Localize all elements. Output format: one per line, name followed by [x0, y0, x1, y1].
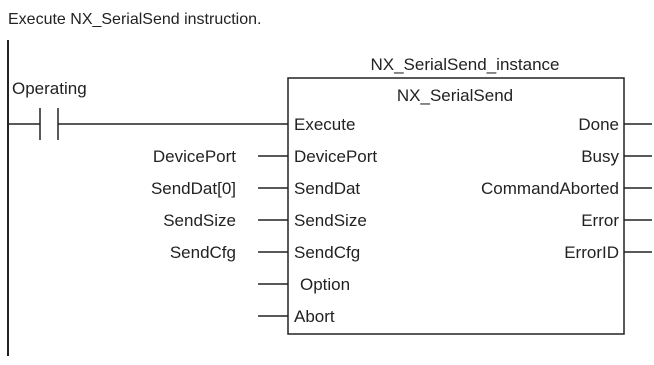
fb-input-pin-sendcfg: SendCfg SendCfg — [170, 243, 360, 262]
normally-open-contact — [39, 108, 59, 140]
fb-input-pin-deviceport: DevicePort DevicePort — [153, 147, 378, 166]
fb-output-pin-errorid: ErrorID — [564, 243, 652, 262]
input-variable-label: SendDat[0] — [151, 179, 236, 198]
input-pin-label: Option — [300, 275, 350, 294]
input-variable-label: SendCfg — [170, 243, 236, 262]
input-pin-label: SendCfg — [294, 243, 360, 262]
fb-input-pin-execute: Execute — [294, 115, 355, 134]
fb-output-pin-error: Error — [581, 211, 652, 230]
fb-output-pin-commandaborted: CommandAborted — [481, 179, 652, 198]
input-pin-label: Abort — [294, 307, 335, 326]
fb-input-pin-senddat: SendDat[0] SendDat — [151, 179, 360, 198]
output-pin-label: Done — [578, 115, 619, 134]
fb-output-pin-busy: Busy — [581, 147, 652, 166]
contact-label: Operating — [12, 79, 87, 98]
input-pin-label: DevicePort — [294, 147, 377, 166]
input-variable-label: DevicePort — [153, 147, 236, 166]
input-pin-label: SendSize — [294, 211, 367, 230]
fb-input-pin-abort: Abort — [258, 307, 335, 326]
fb-input-pin-sendsize: SendSize SendSize — [163, 211, 367, 230]
fb-input-pin-option: Option — [258, 275, 350, 294]
function-block-box — [287, 77, 625, 335]
output-pin-label: CommandAborted — [481, 179, 619, 198]
output-pin-label: ErrorID — [564, 243, 619, 262]
output-pin-label: Error — [581, 211, 619, 230]
input-pin-label: Execute — [294, 115, 355, 134]
input-variable-label: SendSize — [163, 211, 236, 230]
instruction-description: Execute NX_SerialSend instruction. — [8, 11, 261, 28]
fb-output-pin-done: Done — [578, 115, 652, 134]
input-pin-label: SendDat — [294, 179, 360, 198]
output-pin-label: Busy — [581, 147, 619, 166]
fb-instance-name: NX_SerialSend_instance — [370, 55, 559, 74]
fb-type-name: NX_SerialSend — [397, 86, 513, 105]
